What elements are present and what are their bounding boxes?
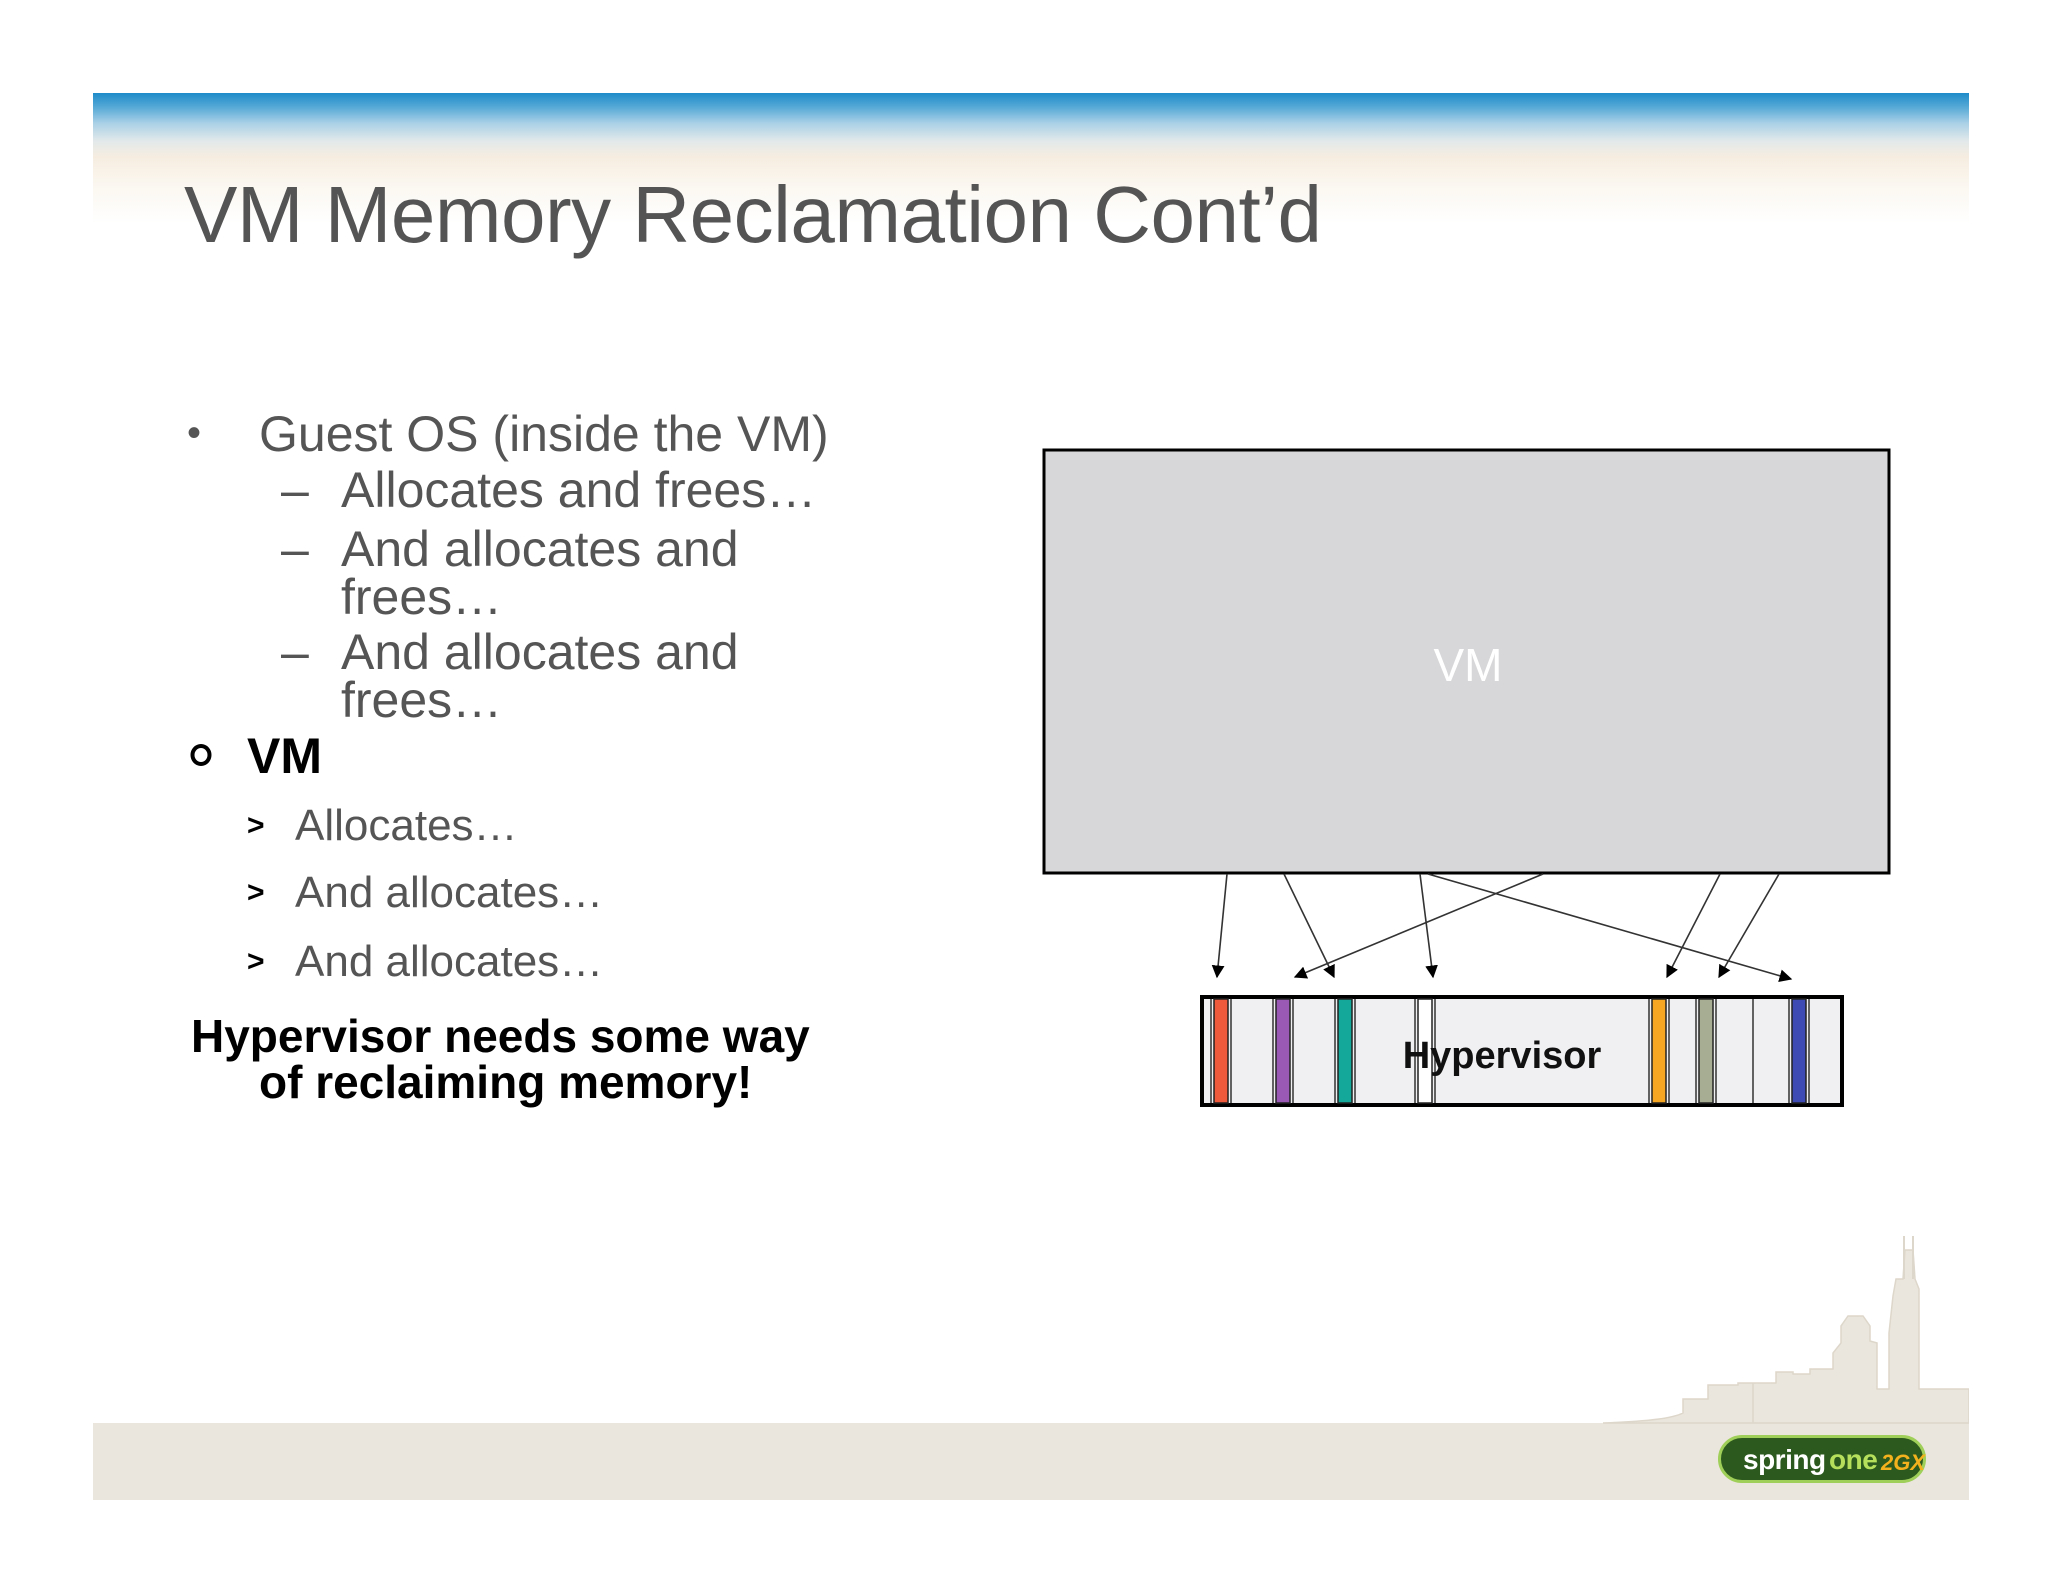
memory-page xyxy=(1651,998,1667,1104)
logo-text-spring: spring xyxy=(1743,1444,1826,1475)
arrow-bullet-icon: > xyxy=(247,809,265,842)
memory-diagram: VM Hypervisor xyxy=(1042,448,1891,1107)
arrow-bullet-icon: > xyxy=(247,945,265,978)
memory-page xyxy=(1337,998,1353,1104)
city-skyline-icon xyxy=(1602,1236,1969,1424)
header-gradient-bar xyxy=(93,93,1969,223)
hypervisor-box xyxy=(1200,995,1844,1107)
guest-item-3: And allocates and xyxy=(341,624,739,680)
footer-band xyxy=(93,1423,1969,1500)
memory-page xyxy=(1275,998,1291,1104)
bullet-vm: VM xyxy=(247,728,322,784)
memory-page xyxy=(1698,998,1714,1104)
arrow-bullet-icon: > xyxy=(247,876,265,909)
guest-item-1: Allocates and frees… xyxy=(341,462,817,518)
vm-item-3: And allocates… xyxy=(295,937,604,986)
hypervisor-label: Hypervisor xyxy=(1403,1035,1602,1077)
mapping-arrow xyxy=(1427,873,1793,982)
guest-item-2-cont: frees… xyxy=(341,569,503,625)
guest-item-2: And allocates and xyxy=(341,521,739,577)
ring-bullet-icon xyxy=(190,744,212,766)
conclusion-line-1: Hypervisor needs some way xyxy=(191,1010,810,1062)
slide-title: VM Memory Reclamation Cont’d xyxy=(184,170,1322,259)
memory-page xyxy=(1213,998,1229,1104)
logo-text-2gx: 2GX xyxy=(1881,1450,1926,1475)
dash-icon: – xyxy=(281,521,309,577)
bullet-dot-icon: • xyxy=(187,411,202,455)
mapping-arrow xyxy=(1718,873,1780,979)
bullet-guest-os: Guest OS (inside the VM) xyxy=(259,406,829,462)
mapping-arrow xyxy=(1666,873,1721,979)
mapping-arrow xyxy=(1293,873,1544,979)
mapping-arrow xyxy=(1283,873,1335,979)
vm-box xyxy=(1042,448,1891,875)
mapping-arrow xyxy=(1211,873,1228,979)
logo-text-one: one xyxy=(1829,1444,1878,1475)
memory-page xyxy=(1417,998,1433,1104)
dash-icon: – xyxy=(281,462,309,518)
dash-icon: – xyxy=(281,624,309,680)
vm-box-label: VM xyxy=(1434,639,1503,691)
memory-pages xyxy=(1210,998,1810,1104)
vm-item-1: Allocates… xyxy=(295,801,518,850)
springone-2gx-logo: spring one 2GX xyxy=(1718,1435,1926,1483)
memory-page xyxy=(1791,998,1807,1104)
mapping-arrow xyxy=(1419,873,1438,979)
vm-item-2: And allocates… xyxy=(295,868,604,917)
conclusion-line-2: of reclaiming memory! xyxy=(259,1056,753,1108)
slide: VM Memory Reclamation Cont’d • Guest OS … xyxy=(93,93,1969,1500)
guest-item-3-cont: frees… xyxy=(341,672,503,728)
